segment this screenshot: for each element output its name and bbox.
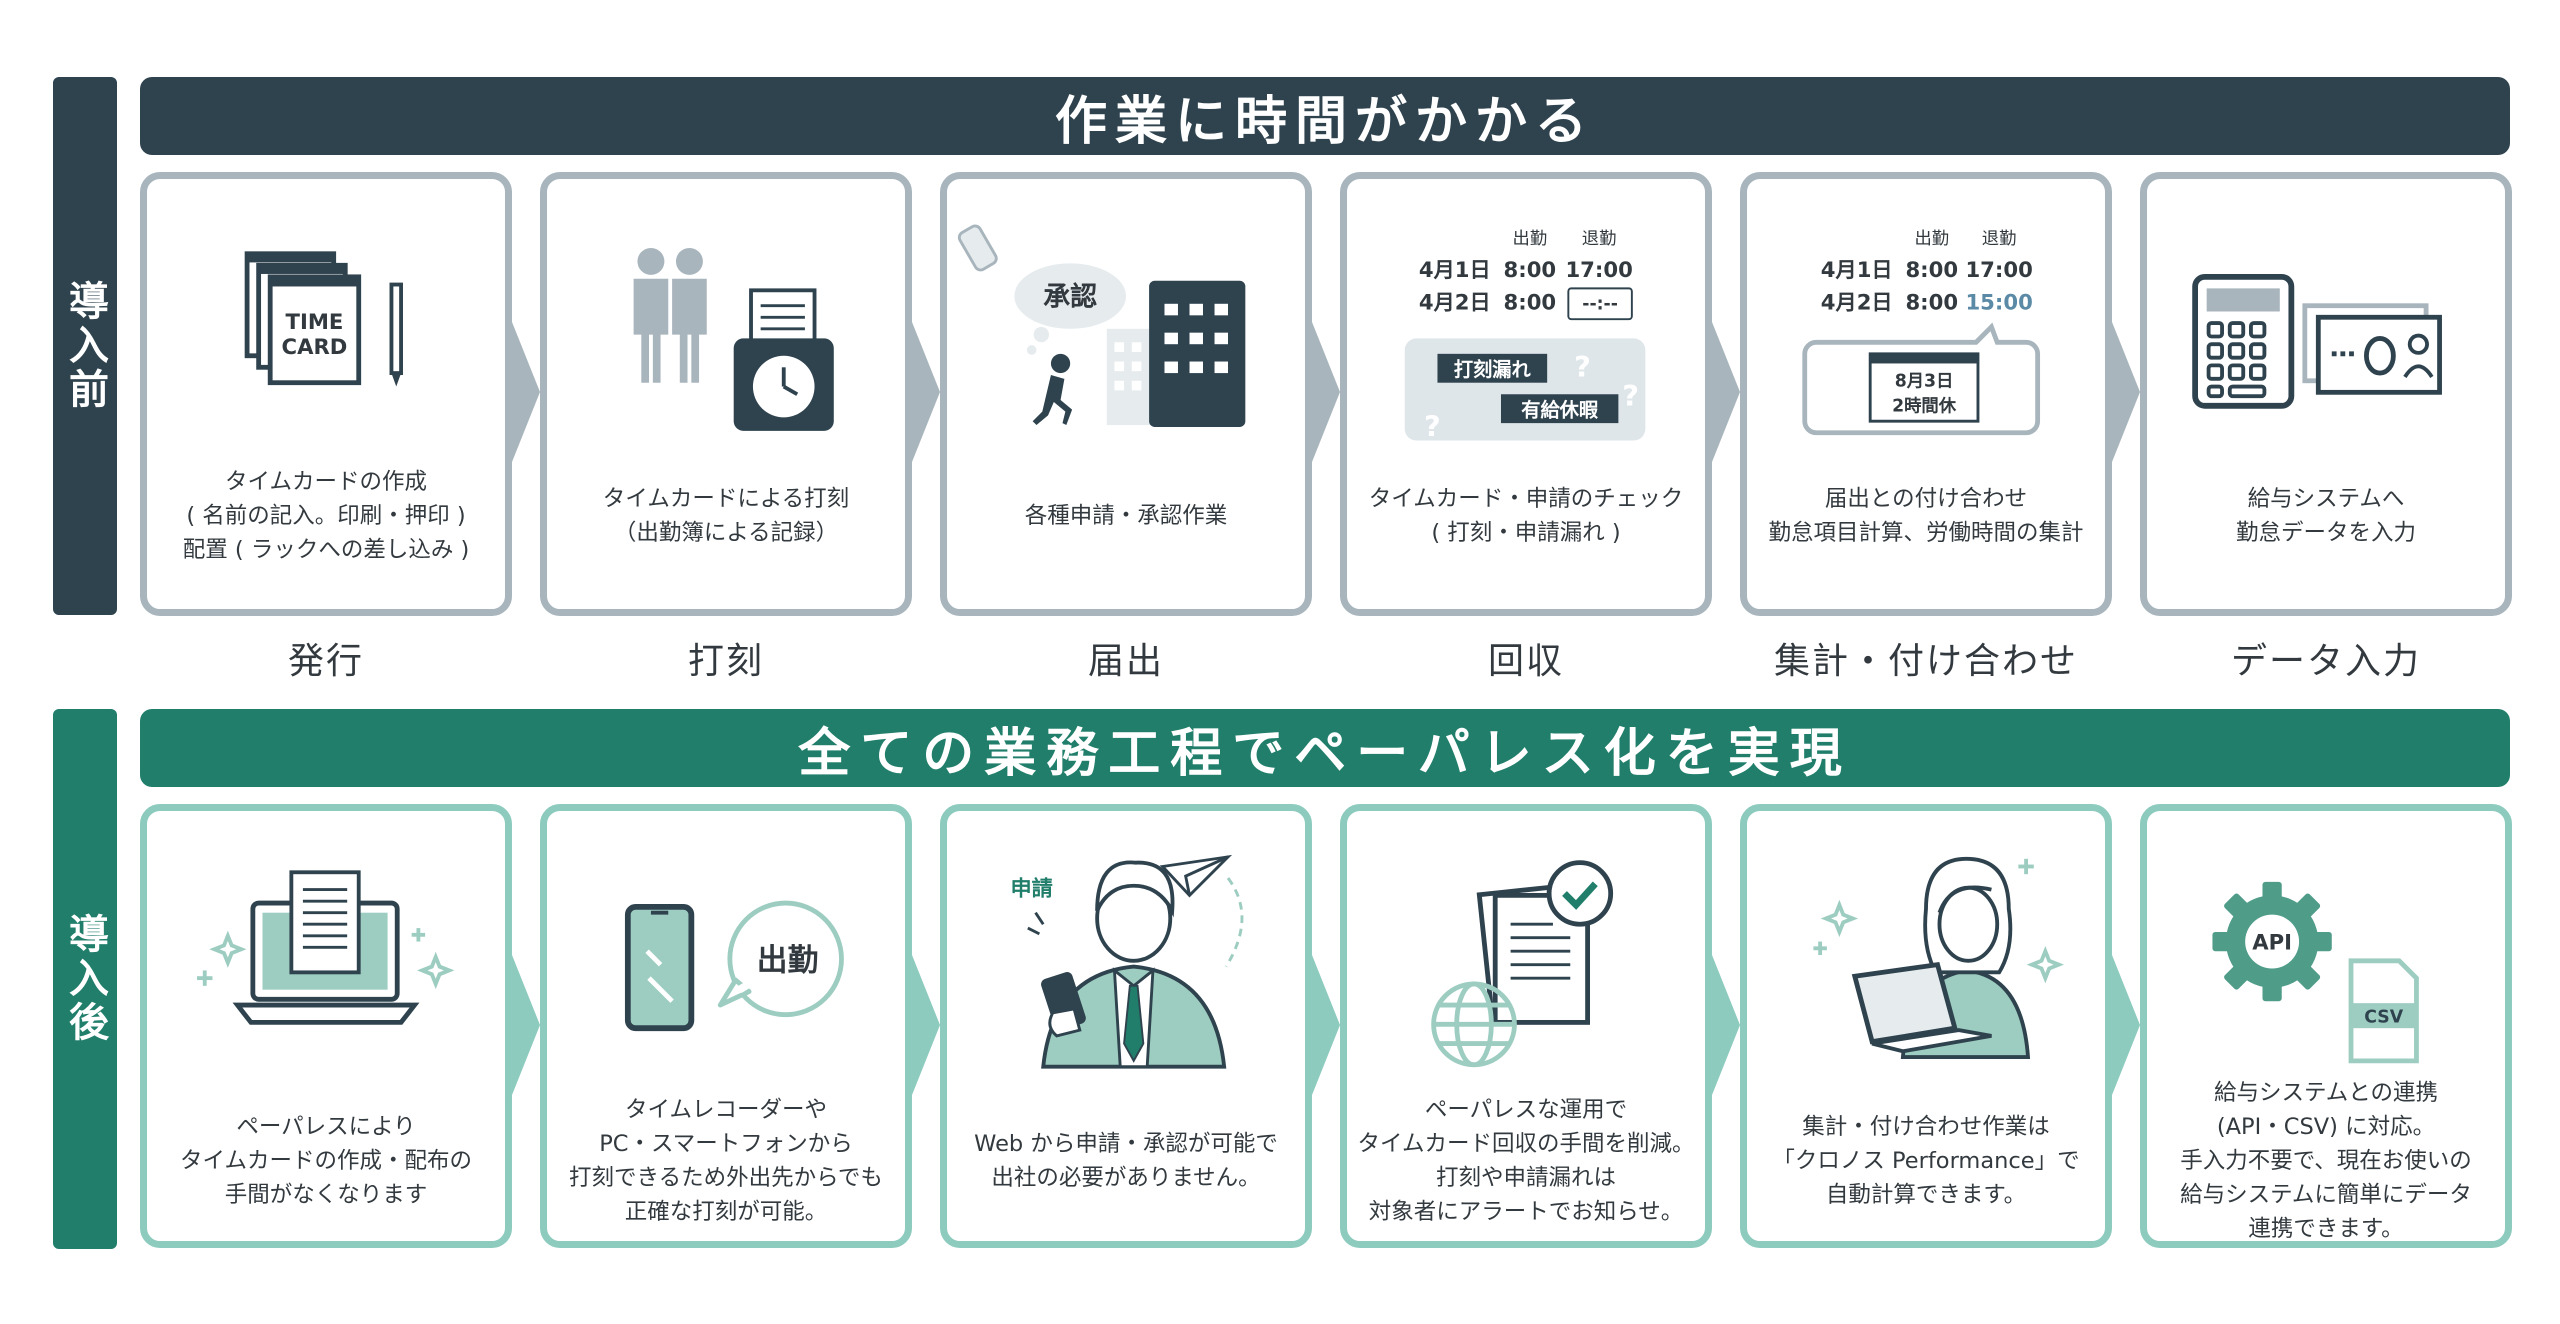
svg-text:8:00: 8:00 bbox=[1504, 290, 1557, 315]
svg-text:8:00: 8:00 bbox=[1504, 257, 1557, 282]
svg-text:4月1日: 4月1日 bbox=[1821, 257, 1893, 282]
approval-bubble-text: 承認 bbox=[1043, 281, 1097, 313]
svg-text:?: ? bbox=[1574, 350, 1591, 384]
after-card-stamp: 出勤 タイムレコーダーや PC・スマートフォンから 打刻できるため外出先からでも… bbox=[540, 804, 912, 1248]
before-card-collect-desc: タイムカード・申請のチェック ( 打刻・申請漏れ ) bbox=[1368, 486, 1684, 546]
walking-person-icon bbox=[1032, 353, 1073, 426]
timecard-text-line2: CARD bbox=[282, 334, 348, 359]
after-card-collect-desc: ペーパレスな運用で タイムカード回収の手間を削減。 打刻や申請漏れは 対象者にア… bbox=[1357, 1097, 1695, 1225]
after-card-data-entry-desc: 給与システムとの連携 (API・CSV) に対応。 手入力不要で、現在お使いの … bbox=[2180, 1080, 2472, 1242]
stage-label-submit: 届出 bbox=[1087, 641, 1164, 682]
flow-arrow-icon bbox=[506, 940, 540, 1110]
apply-label: 申請 bbox=[1011, 875, 1053, 900]
svg-text:有給休暇: 有給休暇 bbox=[1521, 398, 1599, 421]
tally-table-illustration: 出勤 退勤 4月1日 8:00 17:00 4月2日 8:00 15:00 8月… bbox=[1747, 179, 2105, 469]
after-card-collect: ペーパレスな運用で タイムカード回収の手間を削減。 打刻や申請漏れは 対象者にア… bbox=[1340, 804, 1712, 1248]
after-card-stamp-desc: タイムレコーダーや PC・スマートフォンから 打刻できるため外出先からでも 正確… bbox=[569, 1097, 883, 1225]
flow-arrow-icon bbox=[906, 940, 940, 1110]
businessman-illustration: 申請 bbox=[947, 811, 1305, 1101]
woman-laptop-illustration bbox=[1747, 811, 2105, 1101]
flow-arrow-icon bbox=[2106, 307, 2140, 477]
sparkle-icon bbox=[1813, 858, 2064, 984]
svg-text:出勤: 出勤 bbox=[1513, 229, 1548, 249]
svg-text:出勤: 出勤 bbox=[1914, 229, 1949, 249]
svg-text:4月2日: 4月2日 bbox=[1419, 290, 1491, 315]
before-side-label: 導入前 bbox=[53, 77, 117, 615]
stage-label-stamp: 打刻 bbox=[687, 641, 764, 682]
check-table-illustration: 出勤 退勤 4月1日 8:00 17:00 4月2日 8:00 --:-- 打刻… bbox=[1347, 179, 1705, 469]
svg-text:打刻漏れ: 打刻漏れ bbox=[1454, 358, 1532, 381]
before-banner: 作業に時間がかかる bbox=[140, 77, 2510, 155]
time-clock-illustration bbox=[547, 179, 905, 469]
flow-arrow-icon bbox=[1706, 940, 1740, 1110]
stage-label-tally: 集計・付け合わせ bbox=[1773, 641, 2078, 682]
svg-text:API: API bbox=[2252, 929, 2292, 954]
svg-text:退勤: 退勤 bbox=[1982, 229, 2017, 249]
svg-text:8:00: 8:00 bbox=[1905, 257, 1958, 282]
svg-text:?: ? bbox=[1622, 379, 1639, 413]
before-card-tally-desc: 届出との付け合わせ 勤怠項目計算、労働時間の集計 bbox=[1768, 486, 2084, 546]
after-side-label: 導入後 bbox=[53, 709, 117, 1249]
paper-plane-icon bbox=[1159, 854, 1233, 898]
svg-text:8月3日: 8月3日 bbox=[1895, 372, 1954, 392]
before-card-data-entry-desc: 給与システムへ 勤怠データを入力 bbox=[2235, 486, 2416, 546]
smartphone-illustration: 出勤 bbox=[547, 811, 905, 1101]
svg-text:--:--: --:-- bbox=[1582, 295, 1618, 315]
flow-arrow-icon bbox=[1706, 307, 1740, 477]
flow-arrow-icon bbox=[1306, 940, 1340, 1110]
after-card-issue: ペーパレスにより タイムカードの作成・配布の 手間がなくなります bbox=[140, 804, 512, 1248]
svg-text:4月2日: 4月2日 bbox=[1821, 290, 1893, 315]
flow-arrow-icon bbox=[506, 307, 540, 477]
svg-text:17:00: 17:00 bbox=[1965, 257, 2032, 282]
csv-file-label: CSV bbox=[2364, 1007, 2403, 1027]
svg-text:15:00: 15:00 bbox=[1965, 290, 2032, 315]
timecard-text-line1: TIME bbox=[286, 309, 344, 334]
svg-text:退勤: 退勤 bbox=[1582, 229, 1617, 249]
after-card-tally: 集計・付け合わせ作業は 「クロノス Performance」で 自動計算できます… bbox=[1740, 804, 2112, 1248]
flow-arrow-icon bbox=[906, 307, 940, 477]
stage-label-collect: 回収 bbox=[1487, 641, 1564, 682]
before-card-stamp-desc: タイムカードによる打刻 （出勤簿による記録） bbox=[602, 486, 850, 546]
before-card-submit-desc: 各種申請・承認作業 bbox=[1024, 503, 1228, 529]
flow-arrow-icon bbox=[1306, 307, 1340, 477]
svg-text:2時間休: 2時間休 bbox=[1892, 396, 1957, 417]
before-card-collect: 出勤 退勤 4月1日 8:00 17:00 4月2日 8:00 --:-- 打刻… bbox=[1340, 172, 1712, 616]
clock-in-bubble-text: 出勤 bbox=[757, 942, 819, 978]
svg-text:?: ? bbox=[1424, 410, 1441, 444]
svg-text:17:00: 17:00 bbox=[1565, 257, 1632, 282]
after-card-submit: 申請 Web から申請・承認が可能で 出社の必要がありません bbox=[940, 804, 1312, 1248]
calculator-illustration bbox=[2147, 179, 2505, 469]
svg-text:8:00: 8:00 bbox=[1905, 290, 1958, 315]
before-card-submit: 承認 各種申請・承認作業 bbox=[940, 172, 1312, 616]
before-card-data-entry: 給与システムへ 勤怠データを入力 bbox=[2140, 172, 2512, 616]
after-card-tally-desc: 集計・付け合わせ作業は 「クロノス Performance」で 自動計算できます… bbox=[1772, 1114, 2080, 1208]
api-csv-illustration: API CSV bbox=[2147, 811, 2505, 1101]
people-icon bbox=[633, 247, 707, 383]
stage-label-data-entry: データ入力 bbox=[2230, 641, 2421, 682]
laptop-illustration bbox=[147, 811, 505, 1101]
api-gear-icon: API bbox=[2212, 881, 2332, 1002]
stage-label-issue: 発行 bbox=[287, 641, 364, 682]
before-card-stamp: タイムカードによる打刻 （出勤簿による記録） bbox=[540, 172, 912, 616]
sparkle-icon bbox=[197, 928, 455, 990]
before-card-issue: TIME CARD タイムカードの作成 ( 名前の記入。印刷・押印 ) 配置 (… bbox=[140, 172, 512, 616]
after-card-issue-desc: ペーパレスにより タイムカードの作成・配布の 手間がなくなります bbox=[179, 1114, 473, 1208]
svg-text:4月1日: 4月1日 bbox=[1419, 257, 1491, 282]
globe-icon bbox=[1431, 981, 1517, 1068]
document-globe-illustration bbox=[1347, 811, 1705, 1101]
flow-arrow-icon bbox=[2106, 940, 2140, 1110]
before-card-issue-desc: タイムカードの作成 ( 名前の記入。印刷・押印 ) 配置 ( ラックへの差し込み… bbox=[182, 469, 470, 563]
before-card-tally: 出勤 退勤 4月1日 8:00 17:00 4月2日 8:00 15:00 8月… bbox=[1740, 172, 2112, 616]
approval-illustration: 承認 bbox=[947, 179, 1305, 469]
timecard-illustration: TIME CARD bbox=[147, 179, 505, 469]
after-banner: 全ての業務工程でペーパレス化を実現 bbox=[140, 709, 2510, 787]
after-card-submit-desc: Web から申請・承認が可能で 出社の必要がありません。 bbox=[974, 1131, 1278, 1191]
after-card-data-entry: API CSV 給与システムとの連携 (API・CSV) に対応。 手入力不要で… bbox=[2140, 804, 2512, 1248]
